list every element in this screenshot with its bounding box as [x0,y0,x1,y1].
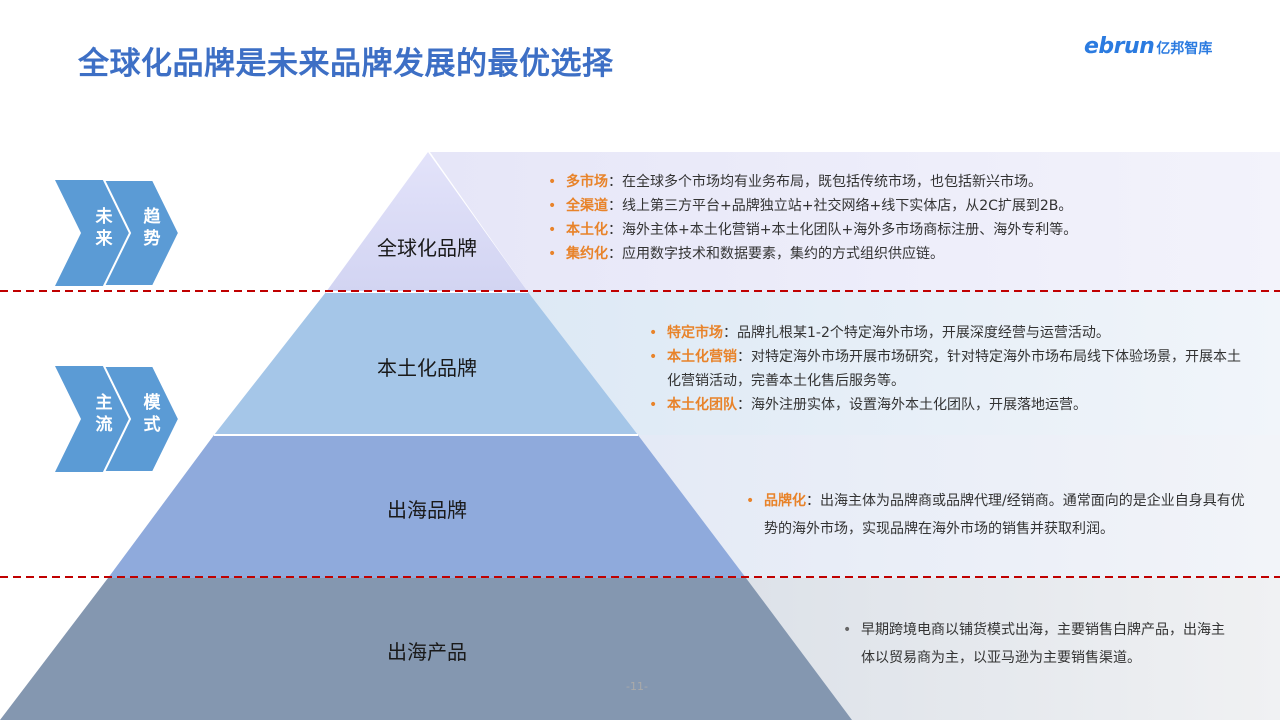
tier-local-shape [214,292,638,435]
side-tag-char: 来 [95,229,113,249]
side-tag-char: 式 [143,415,161,435]
ebrun-logo: ebrun 亿邦智库 [1084,34,1212,59]
side-tag-char: 流 [95,415,113,435]
logo-zh: 亿邦智库 [1156,41,1213,57]
page-number: -11- [626,680,648,693]
desc-local: 特定市场：品牌扎根某1-2个特定海外市场，开展深度经营与运营活动。 本土化营销：… [647,321,1245,417]
logo-en: ebrun [1084,34,1155,59]
list-item: 本土化：海外主体+本土化营销+本土化团队+海外多市场商标注册、海外专利等。 [546,218,1266,242]
side-tag-char: 势 [143,229,161,249]
chevron-arrow-icon-mode [55,365,181,473]
list-item: 本土化营销：对特定海外市场开展市场研究，针对特定海外市场布局线下体验场景，开展本… [647,345,1245,393]
list-item: 特定市场：品牌扎根某1-2个特定海外市场，开展深度经营与运营活动。 [647,321,1245,345]
desc-global: 多市场：在全球多个市场均有业务布局，既包括传统市场，也包括新兴市场。 全渠道：线… [546,170,1266,266]
tier-label-product: 出海产品 [387,640,467,664]
tier-label-global: 全球化品牌 [377,236,477,260]
side-tag-trend: 未 来 趋 势 [55,206,185,316]
side-tag-mode: 主 流 模 式 [55,392,185,502]
side-tag-char: 模 [143,393,161,413]
desc-brand: 品牌化：出海主体为品牌商或品牌代理/经销商。通常面向的是企业自身具有优势的海外市… [744,487,1254,543]
list-item: 多市场：在全球多个市场均有业务布局，既包括传统市场，也包括新兴市场。 [546,170,1266,194]
side-tag-char: 未 [95,207,113,227]
list-item: 品牌化：出海主体为品牌商或品牌代理/经销商。通常面向的是企业自身具有优势的海外市… [744,487,1254,543]
list-item: 早期跨境电商以铺货模式出海，主要销售白牌产品，出海主体以贸易商为主，以亚马逊为主… [841,616,1235,672]
list-item: 全渠道：线上第三方平台+品牌独立站+社交网络+线下实体店，从2C扩展到2B。 [546,194,1266,218]
tier-global-shape [326,152,528,292]
side-tag-char: 趋 [143,207,161,227]
tier-product-shape [0,578,852,720]
side-tag-char: 主 [95,393,113,413]
chevron-arrow-icon-trend [55,179,181,287]
tier-label-brand: 出海品牌 [387,498,467,522]
list-item: 集约化：应用数字技术和数据要素，集约的方式组织供应链。 [546,242,1266,266]
page-title: 全球化品牌是未来品牌发展的最优选择 [78,46,614,82]
tier-label-local: 本土化品牌 [377,356,477,380]
tier-brand-shape [108,435,746,578]
list-item: 本土化团队：海外注册实体，设置海外本土化团队，开展落地运营。 [647,393,1245,417]
desc-product: 早期跨境电商以铺货模式出海，主要销售白牌产品，出海主体以贸易商为主，以亚马逊为主… [841,616,1235,672]
